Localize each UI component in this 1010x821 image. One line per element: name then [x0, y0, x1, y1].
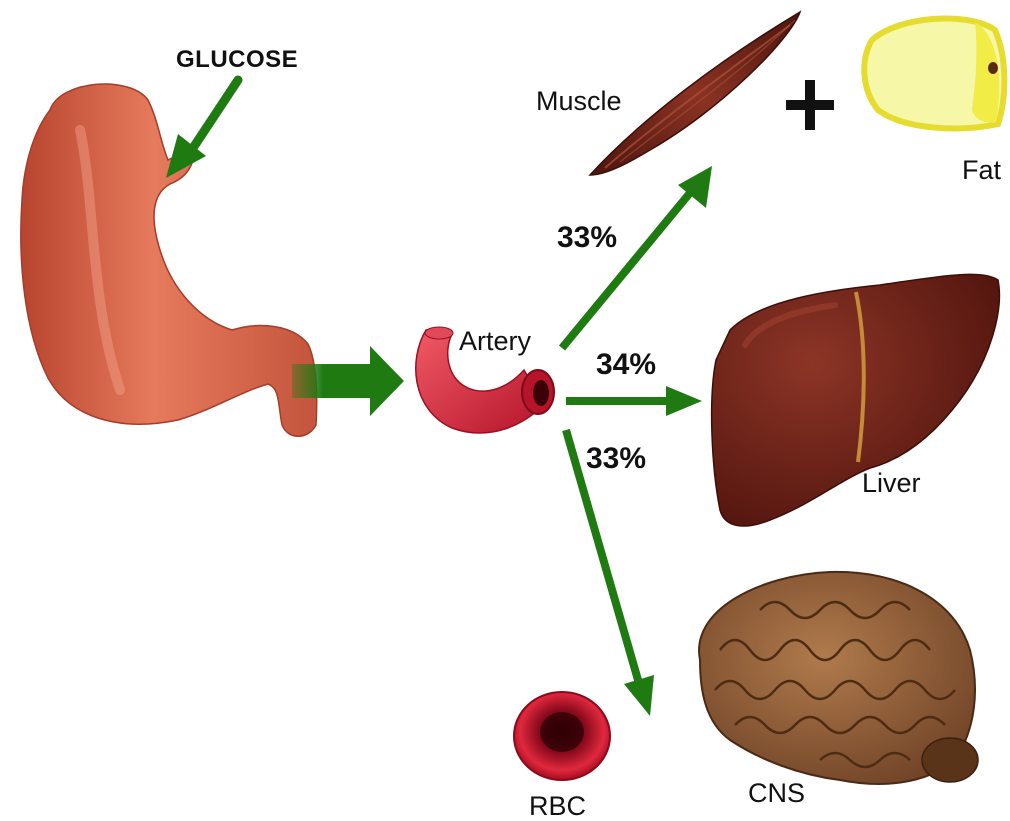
- cns-label: CNS: [748, 780, 805, 807]
- rbc-cns-percentage: 33%: [586, 444, 646, 474]
- glucose-label: GLUCOSE: [176, 48, 298, 72]
- liver-percentage: 34%: [596, 350, 656, 380]
- artery-to-muscle-arrow: [562, 166, 712, 348]
- red-blood-cell-icon: [514, 692, 610, 780]
- fat-cell-icon: [864, 19, 1004, 129]
- stomach-icon: [21, 84, 317, 436]
- artery-label: Artery: [459, 328, 531, 355]
- plus-icon: [786, 80, 834, 130]
- muscle-fat-percentage: 33%: [557, 223, 617, 253]
- liver-icon: [712, 274, 1000, 526]
- liver-label: Liver: [862, 470, 921, 497]
- glucose-arrow: [166, 80, 238, 178]
- rbc-label: RBC: [529, 793, 586, 820]
- artery-to-liver-arrow: [566, 386, 702, 416]
- brain-icon: [699, 572, 978, 784]
- muscle-label: Muscle: [536, 88, 622, 115]
- fat-label: Fat: [962, 157, 1001, 184]
